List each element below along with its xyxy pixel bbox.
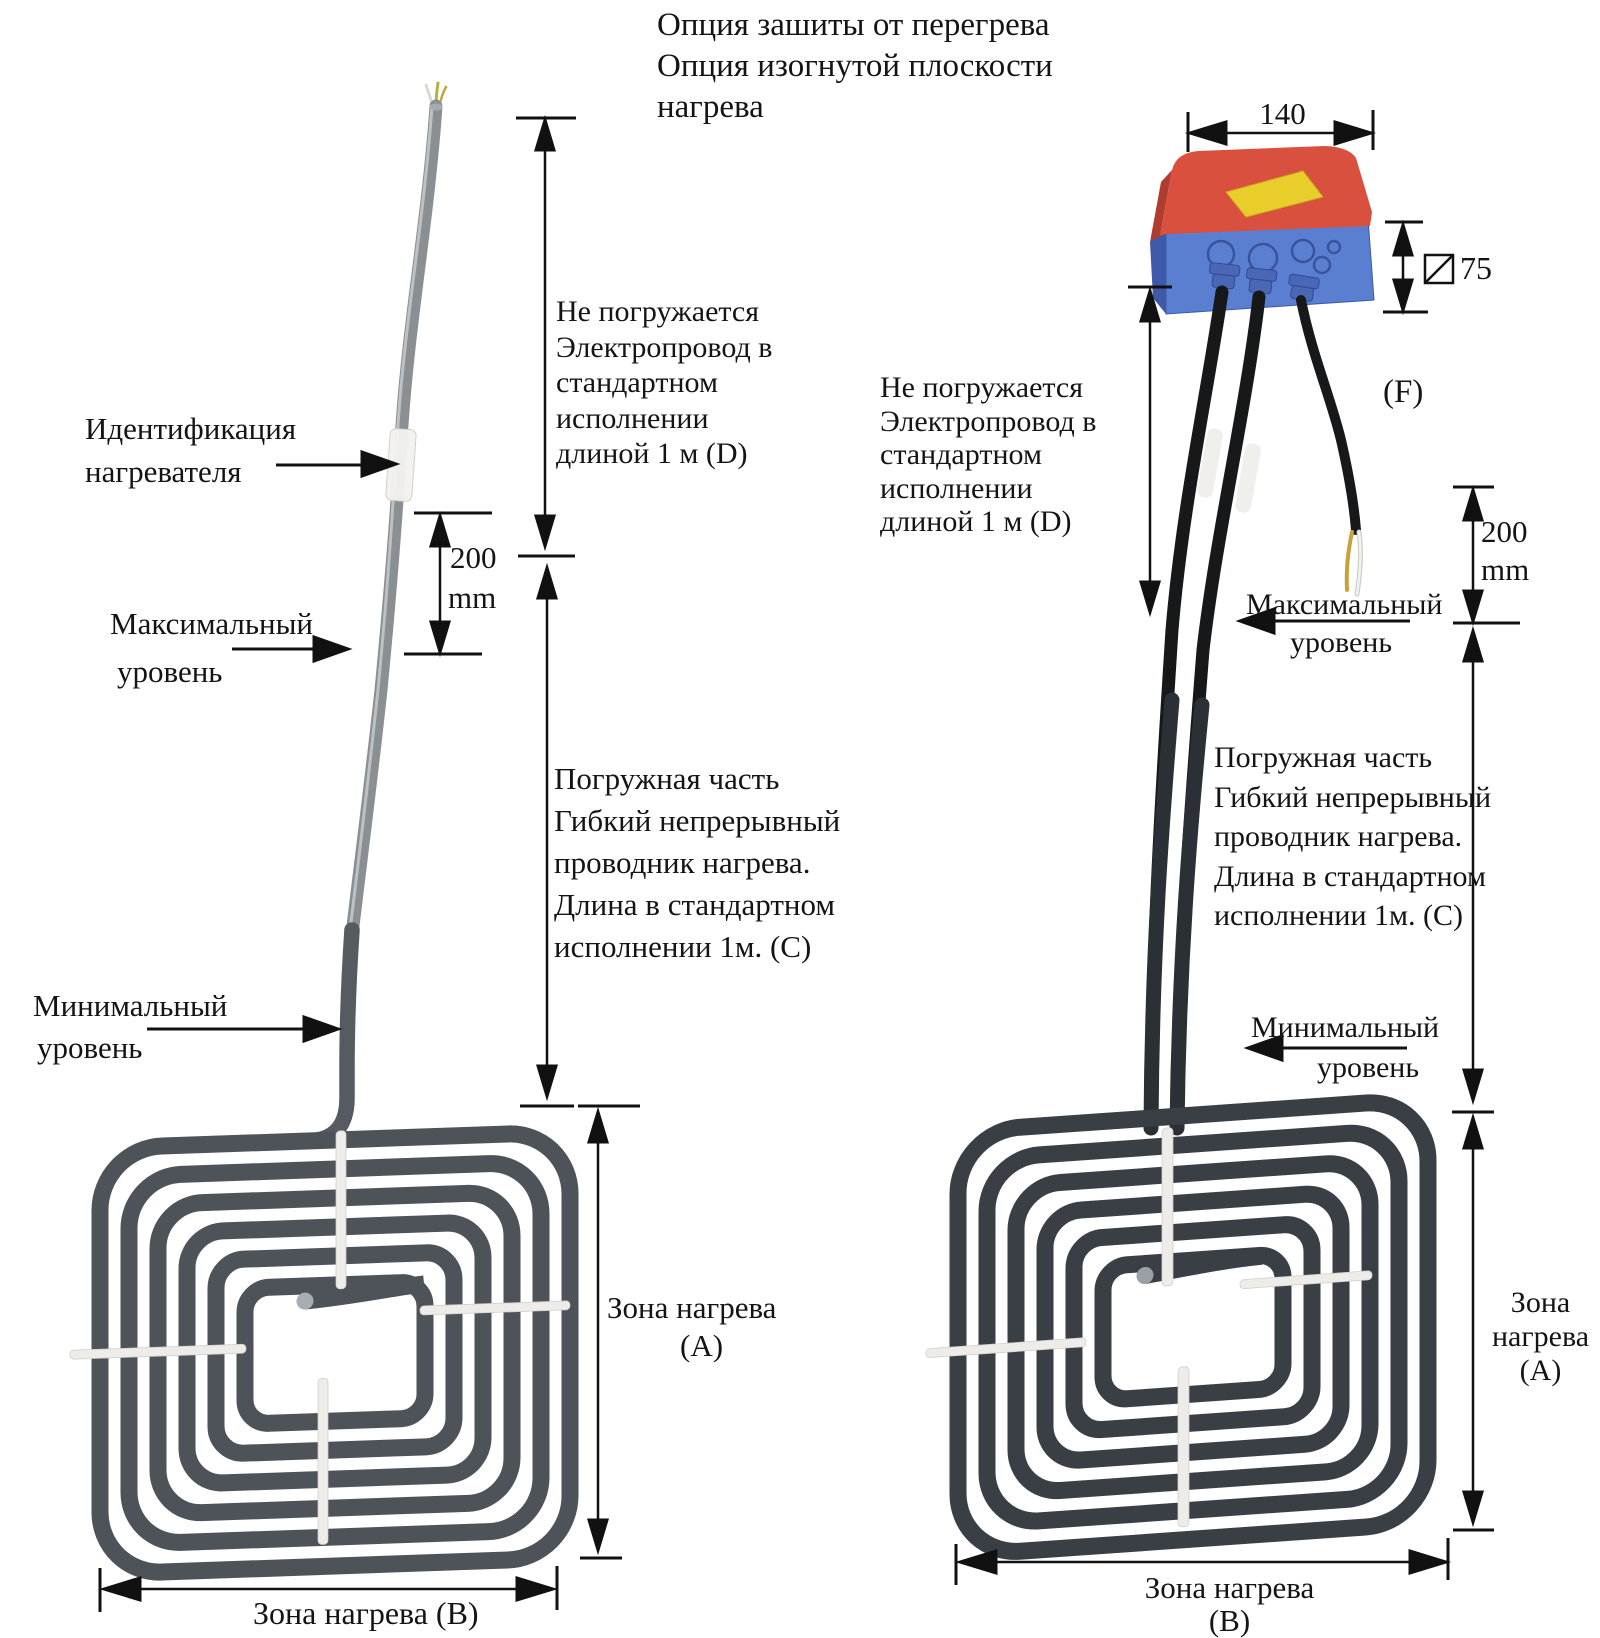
left-coil-spacers [69, 1130, 571, 1545]
box-lid-side [1150, 170, 1172, 242]
submerged-left-label: Погружная часть Гибкий непрерывный прово… [554, 761, 841, 964]
dim-left-200 [404, 510, 492, 658]
zone-a-left-label-1: Зона нагрева [607, 1290, 777, 1325]
coil-terminal-cap [296, 1292, 314, 1310]
identification-label: Идентификация нагревателя [85, 411, 297, 489]
min-level-right-label-1: Минимальный [1251, 1011, 1440, 1044]
dim-200-left-unit: mm [448, 580, 497, 615]
identification-arrow [276, 449, 401, 479]
left-heater-cable [254, 81, 448, 1151]
dim-140-label: 140 [1259, 96, 1306, 131]
zone-a-left-label-2: (A) [680, 1328, 724, 1363]
box-label-sticker [1225, 170, 1324, 218]
dim-left-a [578, 1104, 640, 1560]
left-heater-coil [69, 1125, 579, 1581]
square-symbol [1423, 253, 1455, 285]
dim-left-d [516, 114, 576, 558]
max-level-left-label-1: Максимальный [110, 606, 314, 641]
min-level-left-arrow [147, 1014, 343, 1044]
header-line: Опция зашиты от перегрева [657, 7, 1050, 43]
right-coil-spacers [925, 1127, 1373, 1528]
dim-left-b [98, 1566, 559, 1612]
max-level-left-arrow [232, 634, 353, 664]
cable-band [1197, 428, 1223, 498]
coil-terminal-cap [1136, 1266, 1154, 1285]
min-level-right-arrow [1243, 1033, 1407, 1063]
sensor-cable [1296, 295, 1361, 535]
dim-right-140 [1184, 110, 1377, 152]
box-side-face [1150, 228, 1166, 314]
cable-band [1235, 443, 1261, 513]
dim-200-left-value: 200 [450, 540, 497, 575]
cable-glands [1208, 262, 1320, 302]
min-level-left-label-1: Минимальный [33, 988, 228, 1023]
dim-right-a [1453, 1112, 1494, 1532]
zone-a-right-label: Зона нагрева (A) [1491, 1286, 1590, 1387]
not-submerged-left-label: Не погружается Электропровод в стандартн… [556, 295, 773, 470]
dim-right-d [1128, 285, 1172, 618]
dim-200-right-unit: mm [1481, 552, 1530, 587]
dim-right-b [954, 1538, 1452, 1585]
f-label: (F) [1383, 374, 1424, 410]
right-heater-coil [925, 1094, 1437, 1560]
submerged-right-label: Погружная часть Гибкий непрерывный прово… [1214, 741, 1492, 932]
right-junction-box [1150, 146, 1375, 315]
dim-right-75 [1383, 219, 1455, 316]
max-level-right-label-2: уровень [1290, 626, 1393, 659]
dimension-lines [98, 110, 1520, 1612]
right-cables [1143, 285, 1363, 1136]
dim-200-right-value: 200 [1481, 514, 1528, 549]
not-submerged-right-label: Не погружается Электропровод в стандартн… [880, 371, 1097, 538]
header-line: нагрева [657, 89, 764, 125]
max-level-right-arrow [1235, 606, 1410, 636]
sensor-wire-yellow [1344, 530, 1354, 592]
min-level-right-label-2: уровень [1317, 1051, 1420, 1084]
dim-right-200 [1453, 484, 1520, 627]
dim-left-c [520, 562, 574, 1108]
max-level-right-label-1: Максимальный [1246, 588, 1443, 621]
min-level-left-label-2: уровень [37, 1030, 143, 1065]
dim-75-label: 75 [1460, 250, 1492, 286]
cable-end-cap [429, 103, 443, 111]
zone-b-left-label: Зона нагрева (B) [253, 1595, 479, 1631]
dim-right-c [1452, 625, 1494, 1114]
header-line: Опция изогнутой плоскости [657, 48, 1053, 84]
header-options: Опция зашиты от перегрева Опция изогнуто… [657, 5, 1053, 128]
zone-b-right-label: Зона нагрева (B) [1144, 1570, 1315, 1638]
max-level-left-label-2: уровень [117, 654, 223, 689]
